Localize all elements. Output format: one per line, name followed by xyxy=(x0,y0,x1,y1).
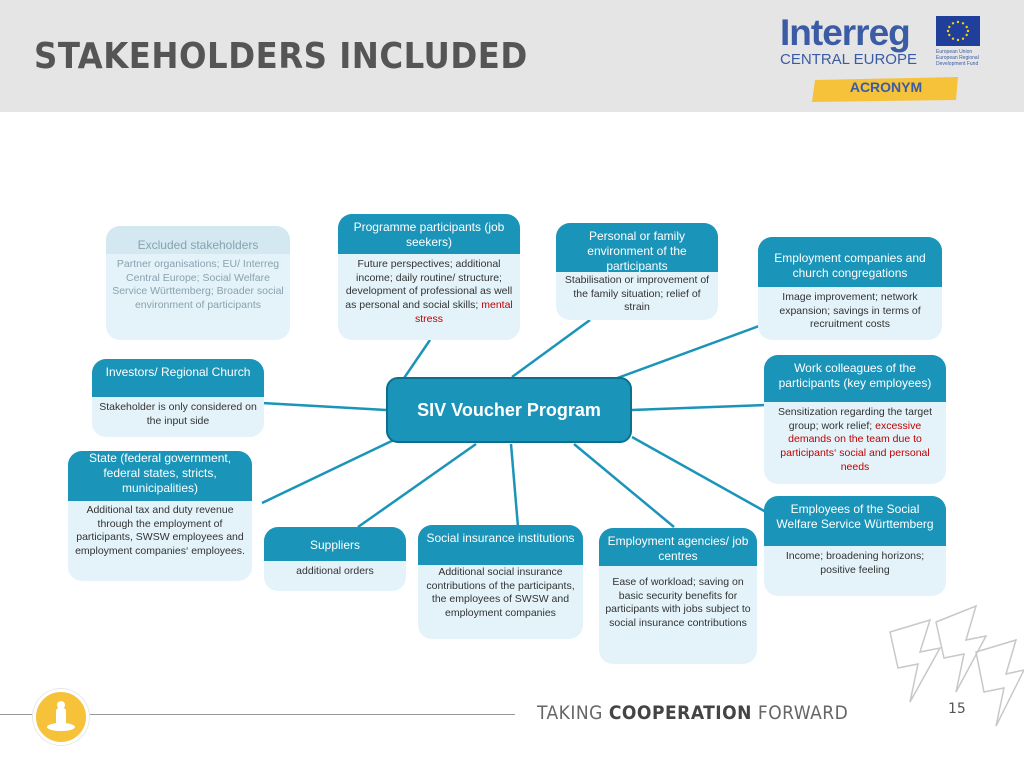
node-body: Future perspectives; additional income; … xyxy=(338,254,520,333)
node-body: Stakeholder is only considered on the in… xyxy=(99,401,257,427)
acronym-banner: ACRONYM xyxy=(812,76,960,102)
node-title: Personal or family environment of the pa… xyxy=(556,223,718,272)
node-programme-participants: Programme participants (job seekers) Fut… xyxy=(338,214,520,340)
acronym-text: ACRONYM xyxy=(849,79,923,95)
connector-sws-employees xyxy=(631,435,767,514)
connector-suppliers xyxy=(357,442,477,529)
node-body: Image improvement; network expansion; sa… xyxy=(779,291,921,331)
node-sws-employees: Employees of the Social Welfare Service … xyxy=(764,496,946,596)
connector-social-insurance xyxy=(509,443,520,528)
node-suppliers: Suppliers additional orders xyxy=(264,527,406,591)
node-employment-agencies: Employment agencies/ job centres Ease of… xyxy=(599,528,757,664)
eu-flag-icon xyxy=(936,16,980,46)
center-program: SIV Voucher Program xyxy=(386,377,632,443)
connector-participants xyxy=(398,339,432,385)
tagline-part-a: TAKING xyxy=(537,702,609,724)
page-number: 15 xyxy=(948,701,966,717)
node-body: Partner organisations; EU/ Interreg Cent… xyxy=(112,258,284,312)
node-body: Additional tax and duty revenue through … xyxy=(75,504,245,558)
page-title: STAKEHOLDERS INCLUDED xyxy=(34,36,528,77)
node-title: Suppliers xyxy=(264,527,406,561)
node-title: Employees of the Social Welfare Service … xyxy=(764,496,946,546)
node-work-colleagues: Work colleagues of the participants (key… xyxy=(764,355,946,484)
logo-wordmark: Interreg xyxy=(780,12,911,53)
node-body: additional orders xyxy=(296,565,374,577)
node-employment-companies: Employment companies and church congrega… xyxy=(758,237,942,340)
node-body: Income; broadening horizons; positive fe… xyxy=(785,550,925,576)
node-title: Employment companies and church congrega… xyxy=(758,237,942,287)
node-body: Ease of workload; saving on basic securi… xyxy=(605,576,751,630)
interreg-logo: Interreg CENTRAL EUROPE European Union E… xyxy=(778,12,988,104)
connector-colleagues xyxy=(631,403,766,412)
node-body-text: Sensitization regarding the target group… xyxy=(777,406,933,432)
tagline-part-b: COOPERATION xyxy=(608,702,752,724)
footer-divider xyxy=(0,714,515,715)
node-social-insurance: Social insurance institutions Additional… xyxy=(418,525,583,639)
connector-investors xyxy=(261,401,387,412)
node-body: Sensitization regarding the target group… xyxy=(764,402,946,481)
node-body-highlight: excessive demands on the team due to par… xyxy=(780,419,930,473)
node-body-text: Future perspectives; additional income; … xyxy=(345,258,513,312)
logo-subtitle: CENTRAL EUROPE xyxy=(780,51,917,68)
footer-badge-icon xyxy=(33,689,89,745)
node-state: State (federal government, federal state… xyxy=(68,451,252,581)
connector-employment-companies xyxy=(611,320,771,382)
node-title: State (federal government, federal state… xyxy=(68,451,252,501)
node-title: Work colleagues of the participants (key… xyxy=(764,355,946,402)
tagline-part-c: FORWARD xyxy=(751,702,849,724)
node-body: Additional social insurance contribution… xyxy=(426,566,575,620)
eu-text: European Union European Regional Develop… xyxy=(936,49,979,67)
node-title: Excluded stakeholders xyxy=(106,226,290,254)
connector-agencies xyxy=(573,443,675,528)
connector-state xyxy=(261,435,401,505)
node-title: Programme participants (job seekers) xyxy=(338,214,520,254)
node-body: Stabilisation or improvement of the fami… xyxy=(564,274,710,314)
node-title: Investors/ Regional Church xyxy=(92,359,264,397)
connector-family xyxy=(511,318,591,379)
node-investors: Investors/ Regional Church Stakeholder i… xyxy=(92,359,264,437)
node-family-environment: Personal or family environment of the pa… xyxy=(556,223,718,320)
node-title: Social insurance institutions xyxy=(418,525,583,565)
node-title: Employment agencies/ job centres xyxy=(599,528,757,566)
decorative-arrows-graphic xyxy=(889,604,1024,727)
node-body-highlight: mental stress xyxy=(414,299,513,325)
footer-tagline: TAKING COOPERATION FORWARD xyxy=(537,702,848,724)
node-excluded-stakeholders: Excluded stakeholders Partner organisati… xyxy=(106,226,290,340)
